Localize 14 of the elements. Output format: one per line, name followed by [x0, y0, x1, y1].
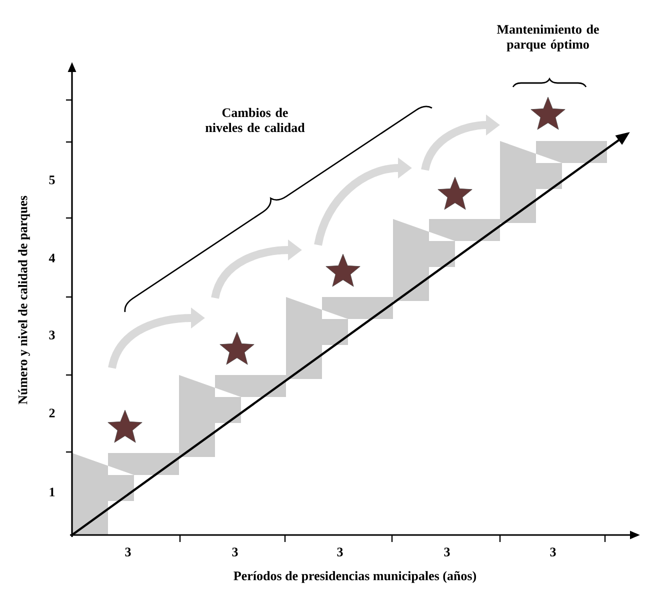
tick-label: 1: [50, 488, 55, 496]
axis-title: Períodos de presidencias municipales (años): [234, 571, 476, 583]
tick-label: 3: [337, 548, 343, 556]
tick-label: 3: [232, 548, 238, 556]
tick-label: 5: [49, 176, 55, 184]
brace-label: Mantenimiento de parque óptimo: [496, 24, 599, 52]
tick-label: 3: [49, 330, 55, 340]
brace-label: Cambios de niveles de calidad: [206, 108, 305, 132]
tick-label: 3: [125, 548, 131, 556]
tick-label: 3: [550, 548, 556, 556]
tick-label: 4: [48, 254, 55, 262]
tick-label: 2: [49, 408, 55, 418]
tick-label: 3: [444, 548, 450, 556]
axis-title: Número y nivel de calidad de parques: [18, 196, 30, 404]
